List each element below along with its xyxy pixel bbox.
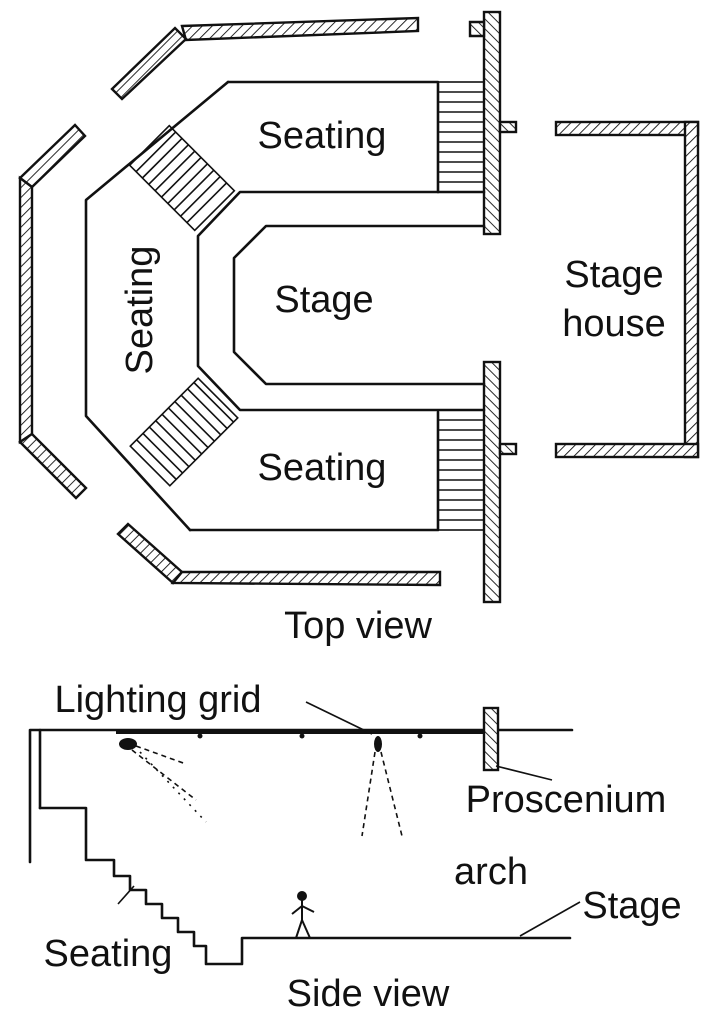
label-seating-side: Seating [44,933,173,975]
wall-left-upper-diagonal [18,123,87,189]
wall-bottom [170,570,442,587]
label-lighting-grid: Lighting grid [54,679,261,721]
label-seating-lower: Seating [258,447,387,489]
grid-mount [197,733,203,739]
light-beam-center-2 [380,751,403,837]
wall-top [180,16,420,42]
label-seating-upper: Seating [258,115,387,157]
wall-lower-left-diagonal [116,522,184,585]
caption-top-view: Top view [284,605,432,647]
spotlight-center-icon [374,736,382,752]
side-view: Lighting grid Proscenium arch Stage Seat… [28,679,682,1012]
aisle-steps-lower-right [437,409,485,531]
wall-left-vertical [18,175,34,445]
light-beam-left-3 [139,751,207,823]
proscenium-stub-lower [498,442,518,456]
proscenium-arch-wall [482,706,500,772]
grid-mount [299,733,305,739]
aisle-steps-lower-diagonal [129,377,239,487]
label-stage-house-line2: house [562,303,666,345]
leader-proscenium [495,765,553,781]
proscenium-wall-upper [482,10,502,236]
grid-mount [417,733,423,739]
light-beam-left-1 [131,749,197,801]
top-view: Seating Seating Seating Stage Stage hous… [18,10,700,647]
light-beam-left-2 [135,745,187,765]
aisle-steps-upper-diagonal [128,124,236,232]
seating-front-edge [196,190,486,412]
label-stage: Stage [274,279,373,321]
leader-seating [117,885,135,905]
lighting-grid-bar [116,729,486,734]
stage-house-wall-bottom [554,442,700,459]
leader-stage [519,901,581,937]
caption-side-view: Side view [287,973,450,1012]
label-stage-house-line1: Stage [564,254,663,296]
stage-outline [232,224,486,386]
person-figure-icon [291,891,315,939]
leader-lighting-grid [305,701,373,735]
label-stage-side: Stage [582,885,681,927]
proscenium-stub-upper [498,120,518,134]
aisle-steps-upper-right [437,81,485,193]
proscenium-wall-top-cap [468,20,486,38]
proscenium-wall-lower [482,360,502,604]
seating-left-outline [84,80,230,532]
label-proscenium-line1: Proscenium [466,779,667,821]
light-beam-center-1 [361,751,376,837]
wall-left-lower-diagonal [18,432,88,500]
label-seating-left: Seating [119,246,161,375]
spotlight-left-icon [119,738,137,750]
seating-rake [38,806,572,966]
stage-house-wall-right [683,120,700,459]
stage-house-wall-top [554,120,700,137]
wall-upper-left-diagonal [110,26,188,101]
label-proscenium-line2: arch [454,851,528,893]
